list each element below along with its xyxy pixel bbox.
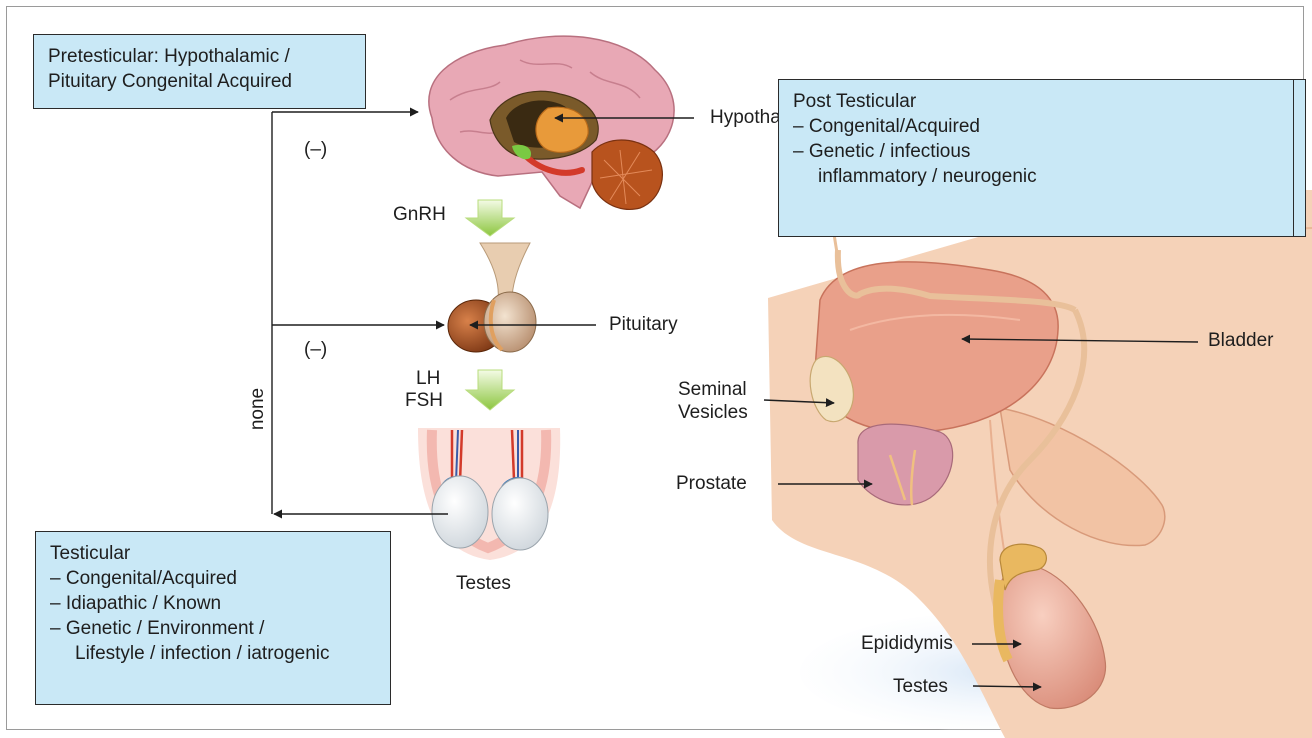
seminal-vesicles-label-2: Vesicles (678, 401, 748, 424)
prostate-label: Prostate (676, 473, 747, 495)
testicular-line-2: – Congenital/Acquired (50, 566, 376, 591)
gnrh-label: GnRH (393, 204, 446, 226)
lh-label: LH (416, 368, 440, 390)
epididymis-label: Epididymis (861, 633, 953, 655)
testicular-box: Testicular – Congenital/Acquired – Idiap… (35, 531, 391, 705)
fsh-label: FSH (405, 390, 443, 412)
testicular-line-3: – Idiapathic / Known (50, 591, 376, 616)
pituitary-label: Pituitary (609, 314, 678, 336)
testicular-line-4: – Genetic / Environment / (50, 616, 376, 641)
lh-fsh-arrow (466, 370, 514, 410)
feedback-mid-label: (–) (304, 339, 327, 361)
bladder-label: Bladder (1208, 330, 1274, 352)
post-testicular-line-2: – Congenital/Acquired (793, 114, 1279, 139)
post-testicular-box-content: Post Testicular – Congenital/Acquired – … (778, 79, 1294, 237)
pituitary-illustration (448, 243, 536, 352)
post-testicular-line-3: – Genetic / infectious (793, 139, 1279, 164)
pretesticular-line-1: Pretesticular: Hypothalamic / (48, 44, 351, 69)
gnrh-arrow (466, 200, 514, 236)
testicular-line-1: Testicular (50, 541, 376, 566)
post-testicular-line-1: Post Testicular (793, 89, 1279, 114)
testes-illustration-left (418, 428, 560, 560)
testes-left-label: Testes (456, 573, 511, 595)
pretesticular-box: Pretesticular: Hypothalamic / Pituitary … (33, 34, 366, 109)
pretesticular-line-2: Pituitary Congenital Acquired (48, 69, 351, 94)
post-testicular-line-4: inflammatory / neurogenic (793, 164, 1279, 189)
testes-right-label: Testes (893, 676, 948, 698)
brain-illustration (429, 36, 674, 209)
testicular-line-5: Lifestyle / infection / iatrogenic (50, 641, 376, 666)
seminal-vesicles-label-1: Seminal (678, 378, 747, 401)
male-reproductive-illustration (768, 190, 1312, 738)
feedback-top-label: (–) (304, 139, 327, 161)
none-label: none (247, 384, 269, 434)
